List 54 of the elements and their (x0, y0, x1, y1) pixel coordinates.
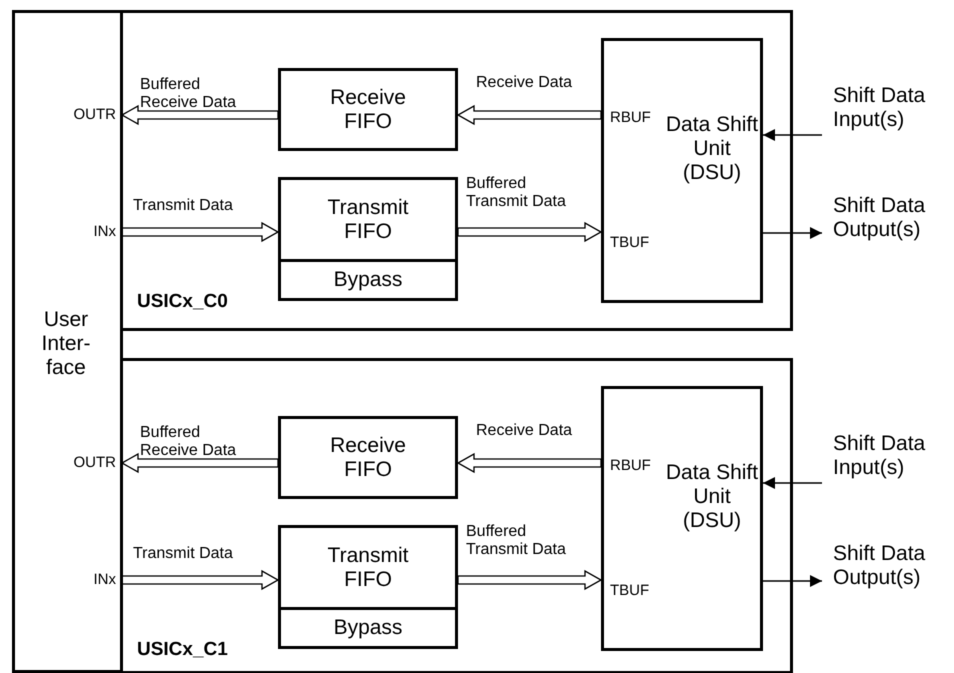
bypass-box (278, 259, 458, 301)
hollow-arrow (120, 104, 279, 126)
box-label: User Inter-face (40, 308, 92, 380)
edge-label: Buffered Receive Data (140, 424, 238, 460)
edge-label: Buffered Receive Data (140, 76, 238, 112)
hollow-arrow (120, 452, 279, 474)
edge-label: Buffered Transmit Data (466, 175, 567, 210)
channel-box (120, 10, 793, 331)
hollow-arrow (457, 570, 602, 590)
box-label: Transmit FIFO (326, 195, 410, 244)
arrow (763, 227, 822, 239)
hollow-arrow (121, 570, 280, 590)
hollow-arrow (456, 104, 602, 126)
signal-label: OUTR (40, 104, 122, 126)
signal-label: Shift Data Output(s) (822, 188, 952, 248)
edge-label: Transmit Data (133, 545, 234, 563)
signal-label: INx (40, 221, 122, 243)
interface-panel (12, 10, 123, 673)
fifo-box (278, 177, 458, 262)
port-label: TBUF (610, 234, 650, 252)
bypass-box (278, 607, 458, 649)
box-label: Data Shift Unit (DSU) (664, 461, 760, 534)
signal-label: Shift Data Input(s) (822, 78, 952, 138)
edge-label: Receive Data (476, 74, 574, 92)
fifo-box (278, 68, 458, 151)
edge-label: Receive Data (476, 422, 574, 440)
signal-label: Shift Data Output(s) (822, 536, 952, 596)
box-label: Transmit FIFO (326, 543, 410, 592)
shift-unit-box (601, 386, 763, 651)
arrow (763, 477, 822, 489)
box-label: Receive FIFO (329, 433, 407, 482)
arrow (763, 129, 822, 141)
hollow-arrow (121, 222, 280, 242)
shift-unit-box (601, 38, 763, 303)
channel-title: USICx_C1 (137, 639, 229, 661)
port-label: RBUF (610, 109, 652, 126)
fifo-box (278, 525, 458, 610)
box-label: Data Shift Unit (DSU) (664, 113, 760, 186)
channel-title: USICx_C0 (137, 291, 229, 313)
arrow (763, 575, 822, 587)
box-label: Receive FIFO (329, 85, 407, 134)
hollow-arrow (456, 452, 602, 474)
fifo-box (278, 416, 458, 499)
port-label: TBUF (610, 582, 650, 600)
hollow-arrow (457, 222, 602, 242)
edge-label: Transmit Data (133, 197, 234, 215)
signal-label: OUTR (40, 452, 122, 474)
signal-label: INx (40, 569, 122, 591)
edge-label: Buffered Transmit Data (466, 523, 567, 558)
box-label: Bypass (332, 268, 404, 292)
box-label: Bypass (332, 616, 404, 640)
port-label: RBUF (610, 457, 652, 474)
signal-label: Shift Data Input(s) (822, 426, 952, 486)
channel-box (120, 358, 793, 673)
